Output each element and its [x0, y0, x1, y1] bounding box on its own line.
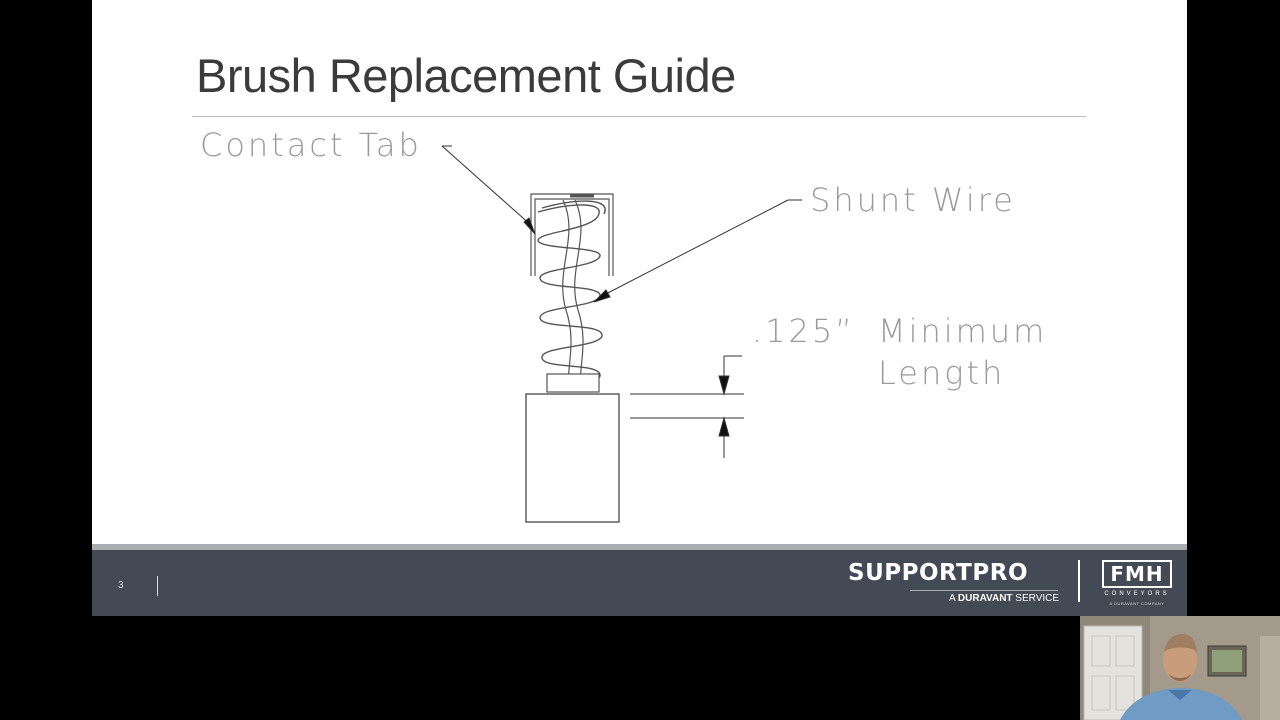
slide-footer: 3 SUPPORTPRO A DURAVANT SERVICE FMH CONV… — [92, 550, 1187, 616]
supportpro-logo-rule — [910, 590, 1058, 591]
contact-tab-leader — [441, 145, 536, 235]
spring-cap — [546, 373, 600, 393]
page-number: 3 — [118, 580, 124, 591]
minimum-value-label: .125” — [752, 312, 855, 350]
minimum-length-dimension — [630, 355, 744, 458]
page-number-divider — [157, 576, 158, 596]
webcam-feed — [1080, 616, 1280, 720]
supportpro-logo: SUPPORTPRO — [848, 560, 1028, 586]
minimum-word-label: Minimum — [878, 312, 1048, 350]
logo-divider — [1078, 560, 1080, 602]
length-word-label: Length — [878, 354, 1006, 392]
supportpro-tagline: A DURAVANT SERVICE — [949, 593, 1060, 604]
shunt-wire-leader — [593, 199, 802, 303]
fmh-logo-tagline: A DURAVANT COMPANY — [1109, 601, 1165, 606]
shunt-wire-label: Shunt Wire — [810, 181, 1016, 219]
webcam-image — [1080, 616, 1280, 720]
carbon-brush-block — [525, 393, 620, 523]
title-divider — [192, 116, 1086, 117]
contact-tab-label: Contact Tab — [200, 126, 422, 164]
footer-strip — [92, 544, 1187, 550]
fmh-logo: FMH — [1110, 562, 1164, 586]
fmh-logo-frame — [1102, 560, 1172, 588]
fmh-logo-subtitle: CONVEYORS — [1104, 591, 1170, 597]
slide-title: Brush Replacement Guide — [196, 49, 736, 102]
brush-diagram — [441, 145, 802, 523]
contact-tab-shape — [530, 193, 614, 276]
shunt-wire-shape — [562, 199, 584, 393]
presentation-slide: Brush Replacement Guide — [92, 0, 1187, 616]
spring-coil — [537, 200, 606, 393]
